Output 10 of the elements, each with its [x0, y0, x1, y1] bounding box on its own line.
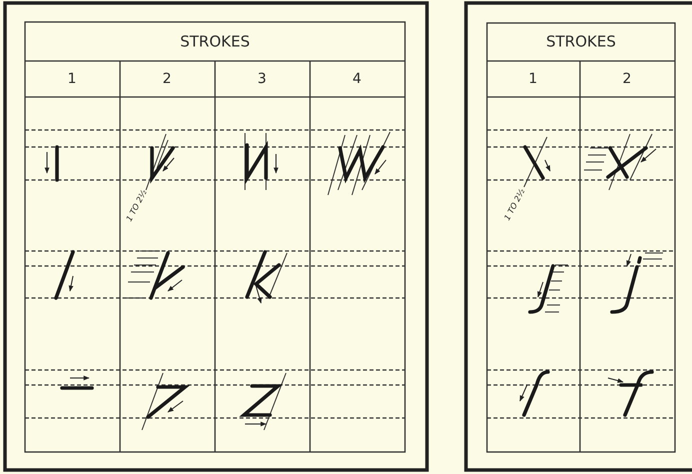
column-number: 2	[622, 72, 632, 86]
column-number: 3	[258, 72, 266, 86]
column-number: 1	[68, 72, 76, 86]
table-heading: STROKES	[546, 34, 616, 50]
ratio-note: 1 TO 2½	[503, 188, 527, 222]
column-number: 4	[352, 72, 362, 86]
ratio-note: 1 TO 2½	[125, 189, 149, 223]
column-number: 1	[528, 72, 538, 86]
column-number: 2	[162, 72, 172, 86]
table-heading: STROKES	[180, 34, 250, 50]
